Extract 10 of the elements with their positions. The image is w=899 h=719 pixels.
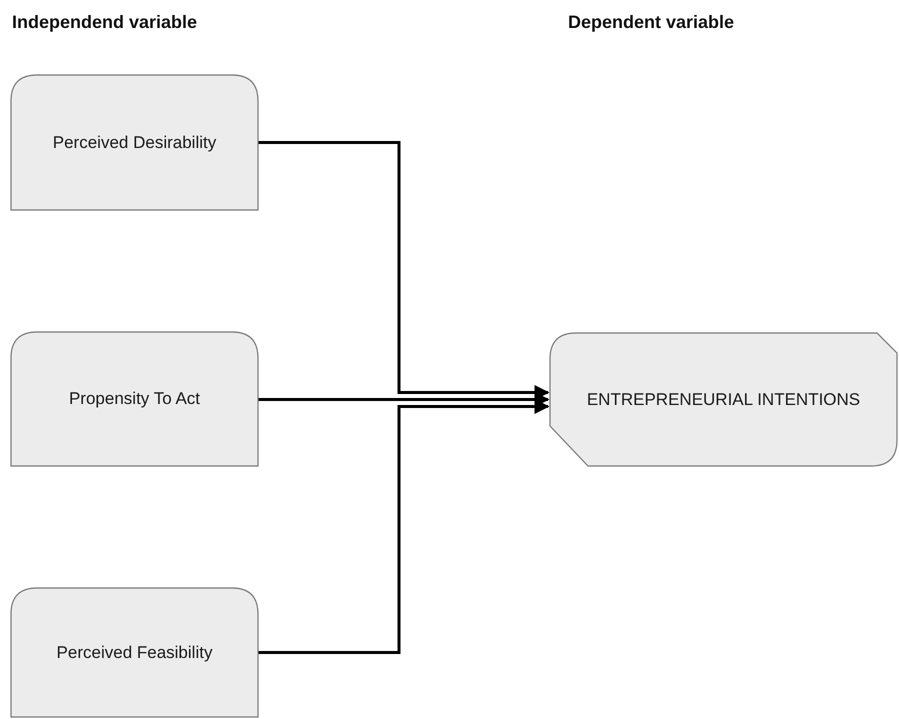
column-heading: Dependent variable	[568, 12, 734, 33]
variable-box	[11, 588, 258, 717]
column-heading: Independend variable	[12, 12, 198, 33]
variable-box	[11, 75, 258, 210]
node-label: Perceived Feasibility	[56, 642, 212, 662]
node-label: ENTREPRENEURIAL INTENTIONS	[586, 390, 860, 410]
outcome-box	[550, 333, 897, 466]
variable-box	[11, 332, 258, 466]
node-label: Propensity To Act	[68, 389, 200, 409]
node-label: Perceived Desirability	[52, 132, 216, 152]
